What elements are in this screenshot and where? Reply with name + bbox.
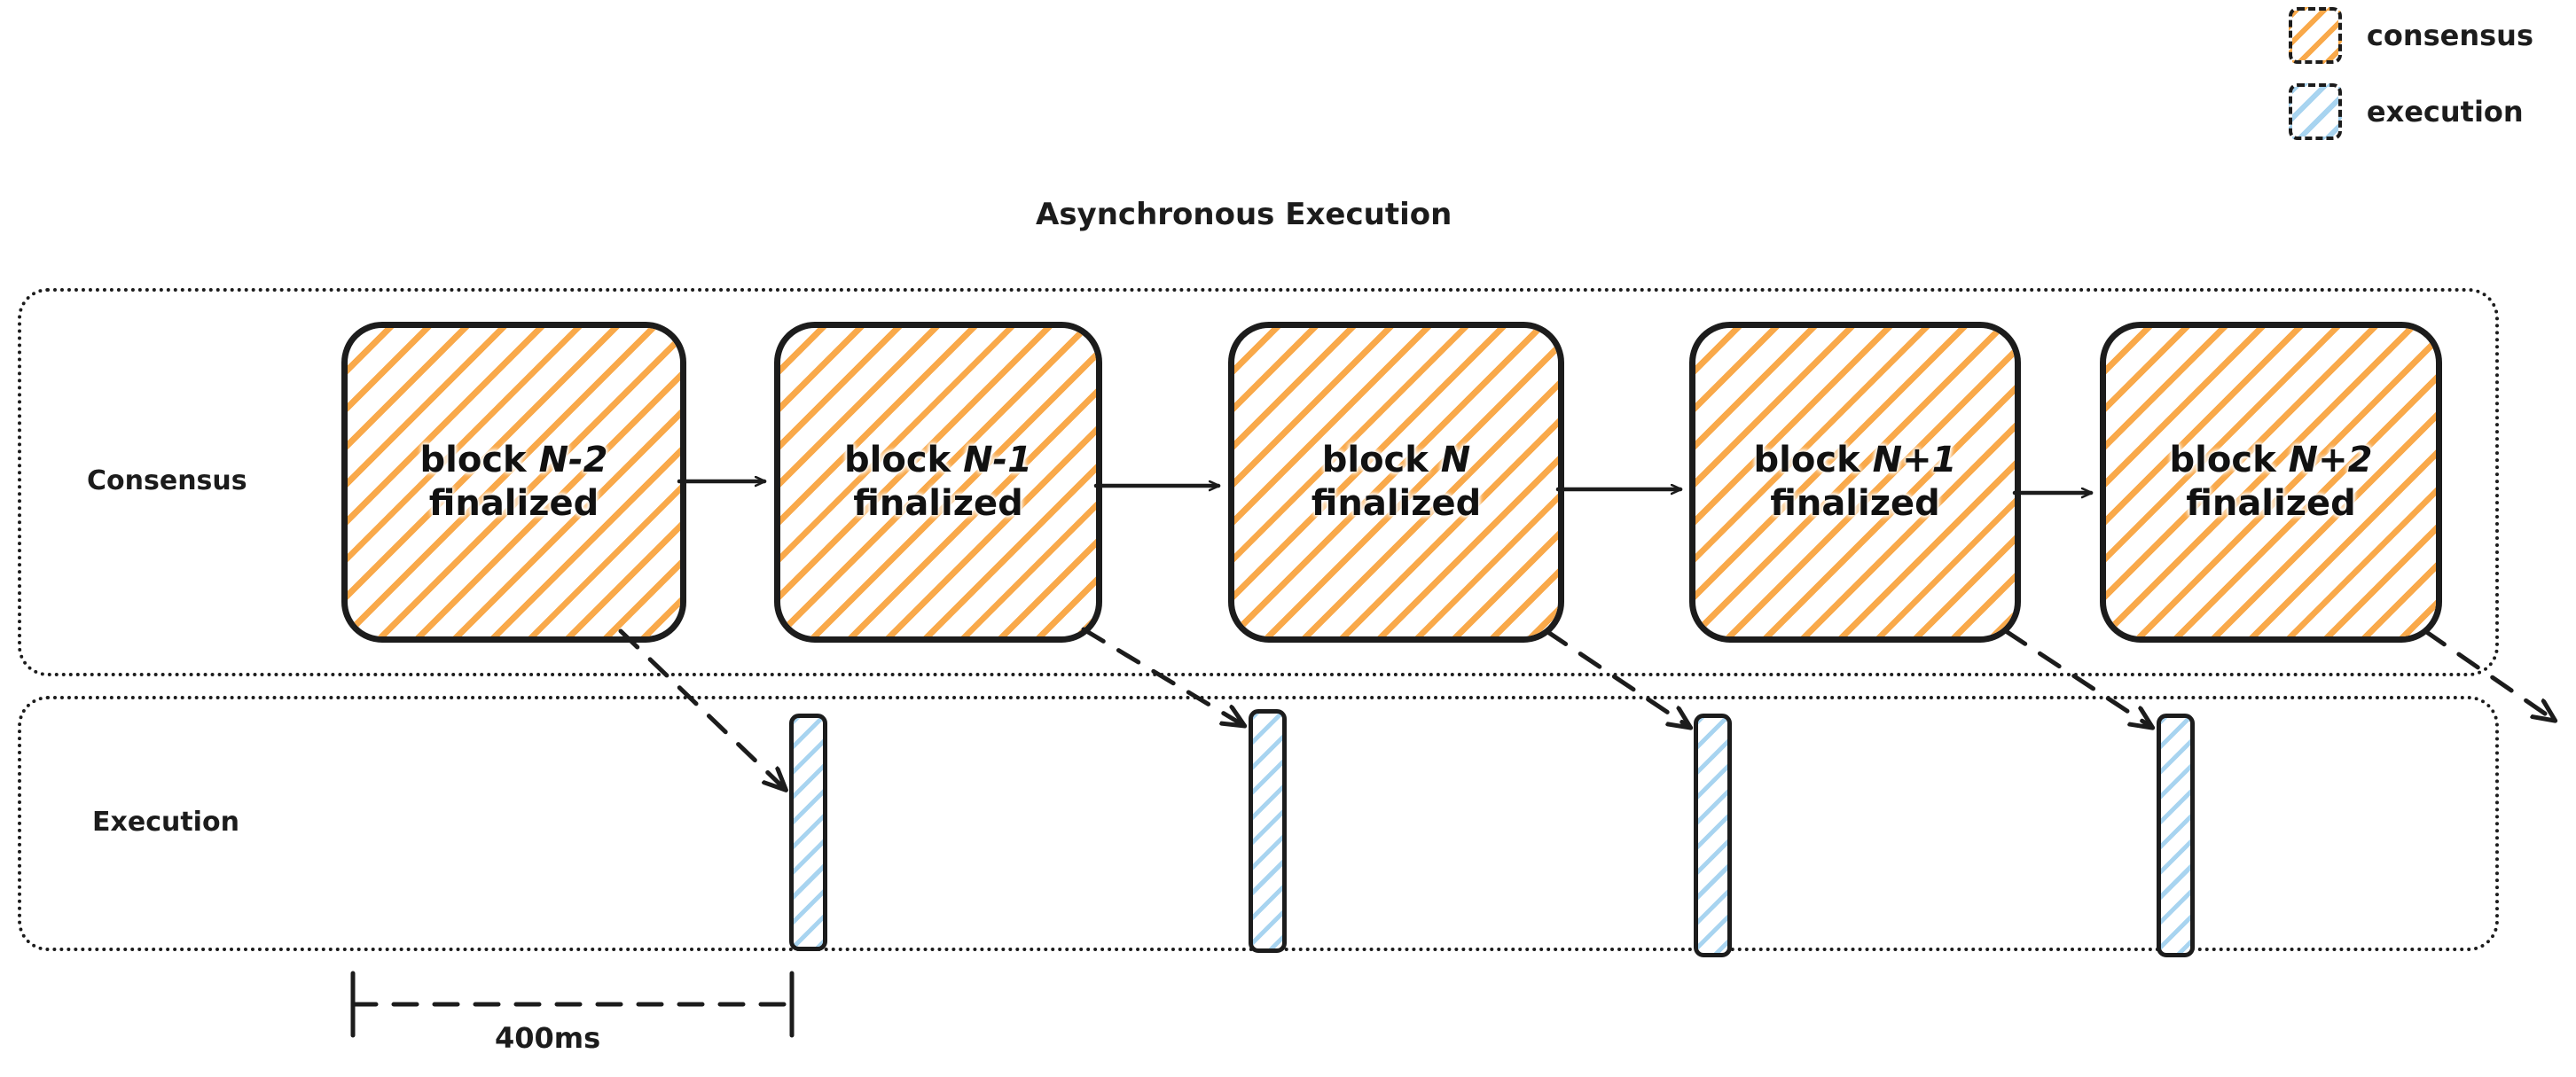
block-line1: block N+2 <box>2169 440 2373 481</box>
duration-caliper <box>350 971 795 1038</box>
dashed-arrow-block3-to-exec3 <box>2003 628 2151 727</box>
execution-swatch-icon <box>2288 83 2342 140</box>
legend: consensus execution <box>2288 7 2533 140</box>
block-line2: finalized <box>1311 483 1482 524</box>
dashed-arrow-block4-offscreen <box>2423 628 2554 720</box>
consensus-block-3[interactable]: block N+1 finalized <box>1689 322 2021 643</box>
legend-label-execution: execution <box>2366 95 2524 129</box>
execution-hatch-pattern <box>1253 714 1282 948</box>
dashed-arrow-block0-to-exec0 <box>618 628 785 789</box>
block-line2: finalized <box>1770 483 1940 524</box>
consensus-block-label-2: block N finalized <box>1311 439 1482 526</box>
consensus-to-execution-arrows <box>618 627 2554 789</box>
execution-hatch-pattern <box>1698 718 1727 953</box>
block-hatch-pattern <box>348 328 680 636</box>
duration-label: 400ms <box>495 1021 601 1055</box>
block-hatch-pattern <box>2106 328 2436 636</box>
consensus-swatch-icon <box>2288 7 2342 64</box>
consensus-block-label-0: block N-2 finalized <box>420 439 608 526</box>
execution-hatch-pattern <box>794 718 823 947</box>
block-line2: finalized <box>2186 483 2356 524</box>
block-hatch-pattern <box>1695 328 2015 636</box>
block-line2: finalized <box>428 483 599 524</box>
consensus-block-1[interactable]: block N-1 finalized <box>774 322 1102 643</box>
block-line2: finalized <box>853 483 1023 524</box>
block-hatch-pattern <box>780 328 1096 636</box>
execution-bar-3[interactable] <box>2157 714 2195 957</box>
consensus-block-2[interactable]: block N finalized <box>1228 322 1564 643</box>
consensus-block-label-1: block N-1 finalized <box>844 439 1032 526</box>
execution-bar-0[interactable] <box>789 714 827 951</box>
block-sequence-arrows <box>677 481 2091 493</box>
block-line1: block N-2 <box>419 440 608 481</box>
dashed-arrow-block1-to-exec1 <box>1081 627 1243 725</box>
legend-label-consensus: consensus <box>2366 19 2533 52</box>
diagram-title: Asynchronous Execution <box>1036 197 1452 232</box>
execution-bar-1[interactable] <box>1249 709 1287 953</box>
consensus-block-0[interactable]: block N-2 finalized <box>341 322 686 643</box>
legend-item-execution: execution <box>2288 83 2533 140</box>
execution-bar-2[interactable] <box>1694 714 1732 957</box>
execution-lane-label: Execution <box>92 807 239 838</box>
block-hatch-pattern <box>1234 328 1558 636</box>
dashed-arrow-block2-to-exec2 <box>1544 628 1689 727</box>
block-line1: block N+1 <box>1753 440 1957 481</box>
execution-hatch-pattern <box>2161 718 2190 953</box>
consensus-block-label-3: block N+1 finalized <box>1754 439 1957 526</box>
consensus-block-label-4: block N+2 finalized <box>2170 439 2373 526</box>
consensus-block-4[interactable]: block N+2 finalized <box>2100 322 2442 643</box>
block-line1: block N-1 <box>844 440 1032 481</box>
block-line1: block N <box>1321 440 1471 481</box>
consensus-lane-label: Consensus <box>87 465 247 496</box>
legend-item-consensus: consensus <box>2288 7 2533 64</box>
